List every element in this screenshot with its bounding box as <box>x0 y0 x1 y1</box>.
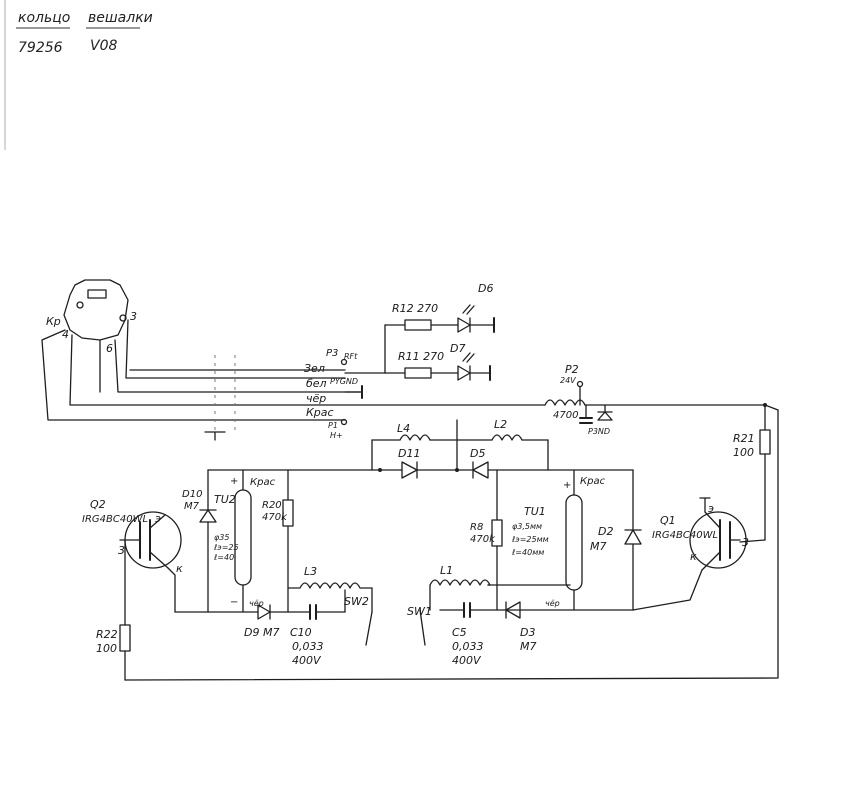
label-tu2-kras: Крас <box>250 477 276 488</box>
right-stage: SW1 L1 C5 0,033 400V D3 M7 R8 470k + Кра… <box>407 469 749 667</box>
connector-pin-3: 3 <box>130 310 137 323</box>
label-r20-v: 470k <box>262 512 288 523</box>
label-tu2-minus: − <box>230 597 238 608</box>
label-c-4700: 4700 <box>553 410 578 421</box>
label-tu2-cher: чёр <box>249 599 264 608</box>
label-tu2-l: ℓ=40 <box>213 553 234 562</box>
r21-branch: R21 100 <box>124 404 779 681</box>
label-r11: R11 270 <box>398 350 444 363</box>
label-l4: L4 <box>397 422 410 435</box>
label-tu1-l3: ℓэ=25мм <box>511 535 549 544</box>
label-q2-part: IRG4BC40WL <box>82 514 148 525</box>
label-p1: P1 <box>328 421 338 430</box>
label-r8: R8 <box>470 522 483 533</box>
label-c10: C10 <box>290 626 312 639</box>
label-d7: D7 <box>450 342 465 355</box>
label-r21-v: 100 <box>733 446 754 459</box>
label-zel: Зел <box>304 362 325 375</box>
label-p1-sub: H+ <box>330 431 343 440</box>
label-q1-part: IRG4BC40WL <box>652 530 718 541</box>
label-tu1-kras: Крас <box>580 476 606 487</box>
header-col2-title: вешалки <box>88 10 153 26</box>
label-kras: Крас <box>306 406 334 419</box>
label-bel: бел <box>306 377 327 390</box>
led-branch: D6 R12 270 D7 R11 270 <box>344 282 495 399</box>
label-sw2: SW2 <box>344 595 369 608</box>
label-r22-v: 100 <box>96 642 117 655</box>
label-c5-u: 400V <box>452 654 482 667</box>
header-notes: кольцо вешалки 79256 V08 <box>4 0 153 150</box>
label-l2: L2 <box>494 418 507 431</box>
label-d10: D10 <box>182 489 202 500</box>
label-c5-v: 0,033 <box>452 640 484 653</box>
label-d3-v: M7 <box>520 640 537 653</box>
label-r20: R20 <box>262 500 282 511</box>
label-r22: R22 <box>96 628 118 641</box>
label-q2-e: э <box>155 512 161 525</box>
label-d2-v: M7 <box>590 540 607 553</box>
left-stage: D10 M7 + Крас TU2 φ35 ℓэ=25 ℓ=40 − чёр R… <box>82 469 373 681</box>
label-d2: D2 <box>598 525 613 538</box>
label-tu1-l: ℓ=40мм <box>511 548 544 557</box>
label-q2-k: к <box>176 562 183 575</box>
label-q1-3: 3 <box>742 536 749 549</box>
label-tu1-plus: + <box>563 480 571 491</box>
label-p2-gnd: P3ND <box>588 427 610 436</box>
label-d6: D6 <box>478 282 493 295</box>
label-tu2-plus: + <box>230 476 238 487</box>
connector-pin-6: 6 <box>106 342 113 355</box>
label-r21: R21 <box>733 432 755 445</box>
label-d11: D11 <box>398 447 420 460</box>
label-c10-v: 0,033 <box>292 640 324 653</box>
label-c5: C5 <box>452 626 467 639</box>
label-r12: R12 270 <box>392 302 438 315</box>
label-tu2-d: φ35 <box>214 533 229 542</box>
label-r8-v: 470k <box>470 534 496 545</box>
label-p3-sub: RFt <box>344 352 358 361</box>
label-p2-v: 24V <box>560 376 576 385</box>
label-p3: P3 <box>326 348 338 359</box>
connector-pin-kp: Кр <box>46 315 61 328</box>
label-l1: L1 <box>440 564 453 577</box>
label-l3: L3 <box>304 565 317 578</box>
label-q1-e: э <box>708 502 714 515</box>
wire-labels: P3 RFt Зел бел PYGND чёр Крас P1 H+ <box>304 348 358 440</box>
label-d3: D3 <box>520 626 535 639</box>
header-col1-value: 79256 <box>18 40 63 56</box>
label-tu2: TU2 <box>214 493 236 506</box>
header-col2-value: V08 <box>90 38 117 54</box>
label-p2: P2 <box>565 363 579 376</box>
label-tu1: TU1 <box>524 505 546 518</box>
label-tu1-d: φ3,5мм <box>512 522 542 531</box>
label-tu1-cher: чёр <box>545 599 560 608</box>
connector-pin-4: 4 <box>62 328 69 341</box>
label-tu2-l3: ℓэ=25 <box>213 543 239 552</box>
power-input: P2 24V 4700 P3ND <box>544 363 767 436</box>
label-q1-k: к <box>690 550 697 563</box>
header-col1-title: кольцо <box>18 10 70 26</box>
top-bus: L4 L2 D11 D5 <box>207 418 634 479</box>
label-c10-u: 400V <box>292 654 322 667</box>
label-q1: Q1 <box>660 514 676 527</box>
label-cher: чёр <box>306 392 326 405</box>
label-q2: Q2 <box>90 498 106 511</box>
label-q2-3: 3 <box>118 544 125 557</box>
label-bel-sub: PYGND <box>330 377 358 386</box>
label-d9: D9 M7 <box>244 626 279 639</box>
label-d10-v: M7 <box>184 501 200 512</box>
label-sw1: SW1 <box>407 605 432 618</box>
cable-wires <box>41 319 546 441</box>
label-d5: D5 <box>470 447 485 460</box>
connector: Кр 4 6 3 <box>46 279 137 355</box>
